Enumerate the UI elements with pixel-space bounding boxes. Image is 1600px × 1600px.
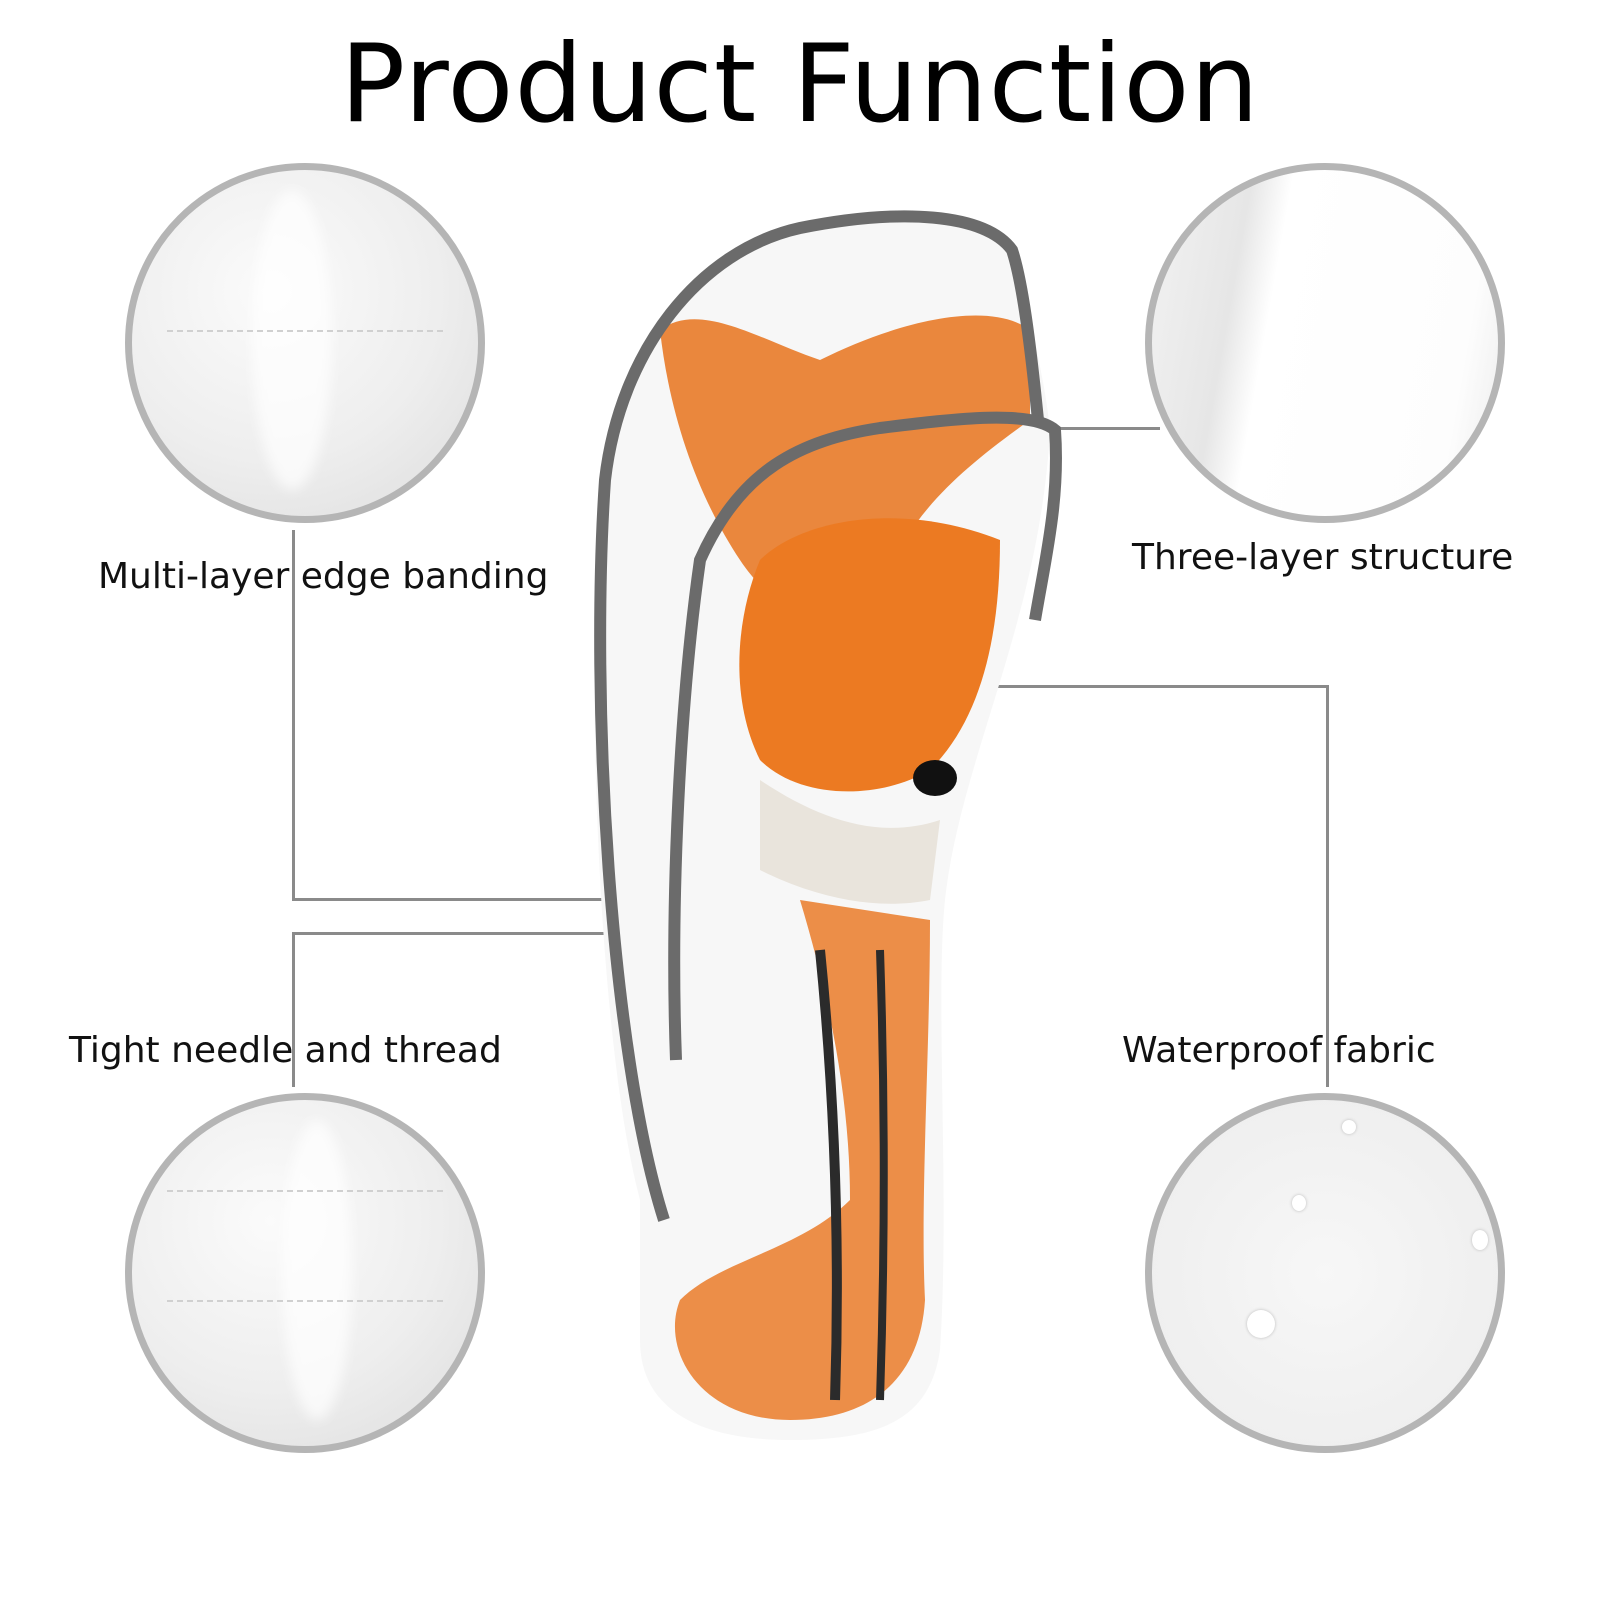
page-title: Product Function (340, 22, 1260, 147)
leader-line (292, 932, 610, 935)
feature-label-three-layer: Three-layer structure (1132, 537, 1514, 578)
detail-circle-waterproof (1145, 1093, 1505, 1453)
leader-line (292, 530, 295, 900)
detail-circle-three-layer (1145, 163, 1505, 523)
leader-line (292, 898, 610, 901)
detail-circle-edge-banding (125, 163, 485, 523)
detail-circle-needle-thread (125, 1093, 485, 1453)
leader-line (1060, 427, 1160, 430)
feature-label-edge-banding: Multi-layer edge banding (98, 556, 549, 597)
feature-label-waterproof: Waterproof fabric (1122, 1030, 1436, 1071)
leader-line (928, 685, 1328, 688)
leader-line (292, 932, 295, 1087)
leader-line (1326, 685, 1329, 1087)
feature-label-needle-thread: Tight needle and thread (69, 1030, 502, 1071)
